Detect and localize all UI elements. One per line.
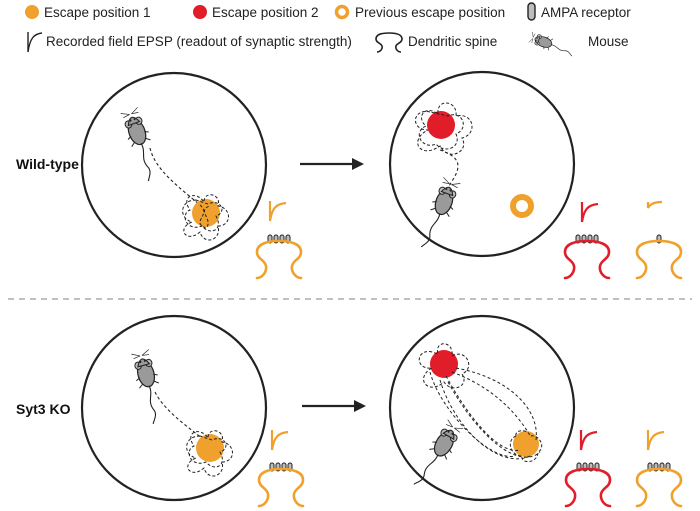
search-scribble <box>186 430 233 477</box>
legend-recorded-field-epsp: Recorded field EPSP (readout of synaptic… <box>46 34 352 49</box>
epsp-trace-icon <box>646 200 663 209</box>
previous-escape-position <box>510 194 534 218</box>
arena-syt3ko-2 <box>388 314 576 502</box>
search-scribble <box>415 102 473 155</box>
orange-dot-icon <box>25 5 39 19</box>
legend-mouse: Mouse <box>588 34 629 49</box>
synapse-wildtype-1 <box>255 201 303 280</box>
escape-position-2 <box>430 350 458 378</box>
synapse-wildtype-2-red <box>563 202 611 280</box>
epsp-trace-icon <box>27 32 43 53</box>
synapse-syt3ko-2-red <box>564 430 612 508</box>
epsp-trace-icon <box>270 430 289 451</box>
escape-position-2 <box>427 111 455 139</box>
search-scribble <box>182 194 229 241</box>
escape-position-1 <box>513 431 539 457</box>
legend-escape-position-2: Escape position 2 <box>212 5 319 20</box>
legend-dendritic-spine: Dendritic spine <box>408 34 497 49</box>
escape-position-1 <box>196 434 224 462</box>
synapse-syt3ko-2-orange <box>635 430 683 508</box>
search-scribble <box>418 343 470 389</box>
ampa-receptor-icon <box>527 2 536 21</box>
mouse-path <box>154 391 205 441</box>
legend-ampa-receptor: AMPA receptor <box>541 5 631 20</box>
epsp-trace-icon <box>268 201 287 222</box>
arena-wildtype-2 <box>388 70 576 258</box>
red-dot-icon <box>193 5 207 19</box>
synapse-syt3ko-1 <box>257 430 305 508</box>
arena-wildtype-1 <box>80 71 268 259</box>
arena-syt3ko-1 <box>80 314 268 502</box>
legend-previous-escape-position: Previous escape position <box>355 5 505 20</box>
legend: Escape position 1 Escape position 2 Prev… <box>25 2 631 60</box>
legend-escape-position-1: Escape position 1 <box>44 5 151 20</box>
epsp-trace-icon <box>580 202 599 223</box>
epsp-trace-icon <box>579 430 598 451</box>
dendritic-spine-icon <box>375 32 403 53</box>
mouse-icon <box>527 30 576 60</box>
escape-position-1 <box>192 199 220 227</box>
row-label-syt3-ko: Syt3 KO <box>16 401 71 417</box>
synapse-wildtype-2-orange <box>635 200 683 280</box>
epsp-trace-icon <box>646 430 665 451</box>
right-arrow-icon <box>300 158 364 170</box>
mouse-path <box>149 147 201 206</box>
orange-ring-icon <box>334 4 350 20</box>
row-label-wild-type: Wild-type <box>16 156 79 172</box>
mouse-paths <box>429 367 541 460</box>
right-arrow-icon <box>302 400 366 412</box>
